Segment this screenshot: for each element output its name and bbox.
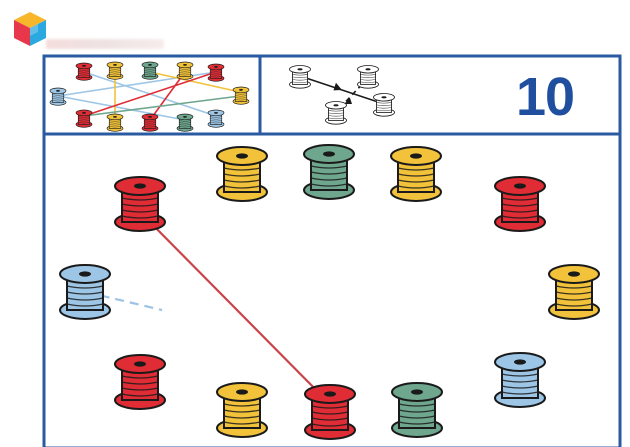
preview-spool bbox=[75, 109, 93, 128]
main-board bbox=[59, 144, 600, 440]
example-spool bbox=[289, 65, 311, 89]
preview-spool bbox=[207, 109, 225, 128]
preview-spool bbox=[176, 113, 194, 132]
level-number: 10 bbox=[515, 67, 575, 127]
preview-spool bbox=[207, 63, 225, 82]
preview-spool bbox=[141, 113, 159, 132]
spool-bottom-2[interactable] bbox=[304, 384, 356, 440]
preview-spool bbox=[106, 61, 124, 80]
main-connections bbox=[85, 211, 331, 405]
spool-right-middle[interactable] bbox=[548, 264, 600, 320]
preview-spool bbox=[106, 113, 124, 132]
preview-spool bbox=[176, 61, 194, 80]
spool-top-2[interactable] bbox=[303, 144, 355, 200]
example-spool bbox=[325, 101, 347, 125]
preview-spool bbox=[141, 61, 159, 80]
spool-top-3[interactable] bbox=[390, 146, 442, 202]
spool-top-1[interactable] bbox=[216, 146, 268, 202]
spool-bottom-3[interactable] bbox=[391, 382, 443, 438]
preview-connections bbox=[57, 71, 241, 121]
spool-right-lower[interactable] bbox=[494, 352, 546, 408]
board-frame bbox=[42, 54, 622, 447]
spool-bottom-1[interactable] bbox=[216, 382, 268, 438]
blue-thread-dragging bbox=[85, 290, 163, 312]
preview-spool bbox=[49, 87, 67, 106]
watermark-blur bbox=[46, 39, 164, 49]
preview-board[interactable] bbox=[49, 61, 250, 132]
connect-example-icon bbox=[289, 65, 395, 125]
example-spool bbox=[373, 93, 395, 117]
example-spool bbox=[357, 65, 379, 89]
red-thread bbox=[139, 211, 331, 405]
spool-left-middle[interactable] bbox=[59, 264, 111, 320]
spool-left-upper[interactable] bbox=[114, 176, 166, 232]
spool-left-lower[interactable] bbox=[114, 354, 166, 410]
preview-spool bbox=[75, 62, 93, 81]
preview-spool bbox=[232, 86, 250, 105]
spool-right-upper[interactable] bbox=[494, 176, 546, 232]
app-logo-icon bbox=[14, 12, 46, 46]
